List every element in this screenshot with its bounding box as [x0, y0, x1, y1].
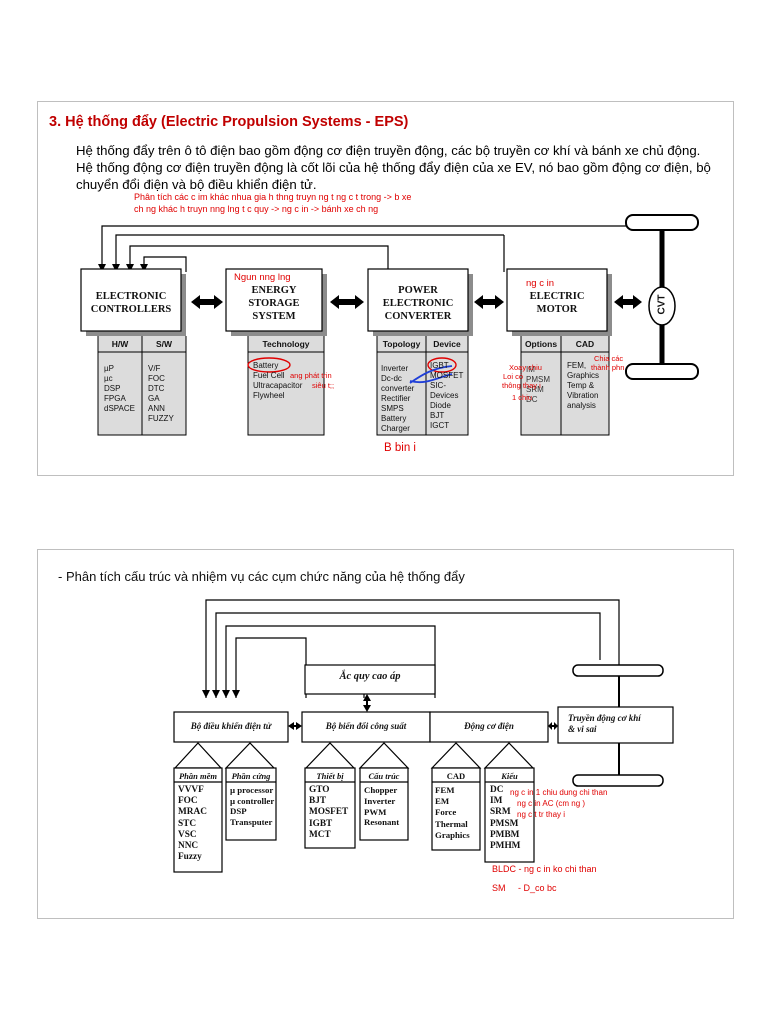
tab-technology: Technology — [262, 339, 310, 349]
fuelcell-note: ang phát trin — [290, 371, 332, 380]
dc-note: ng c in 1 chiu dung chi than — [510, 788, 608, 797]
slide-eps-overview: 3. Hệ thống đẩy (Electric Propulsion Sys… — [37, 101, 734, 476]
tab-hw: H/W — [111, 339, 129, 349]
tab-cad: CAD — [575, 339, 595, 349]
power-converter-label: POWER ELECTRONIC CONVERTER — [382, 285, 454, 322]
slide2-heading: - Phân tích cấu trúc và nhiệm vụ các cụm… — [58, 569, 465, 584]
eps-block-diagram — [80, 214, 699, 436]
options-list: IM PMSM SRM DC — [526, 365, 550, 404]
structure-list: Chopper Inverter PWM Resonant — [364, 785, 400, 828]
eps-structure-diagram — [173, 599, 674, 873]
battery-block: Ắc quy cao áp — [339, 671, 401, 682]
srm-note: ng c t tr thay i — [517, 810, 566, 819]
electric-motor-label: ELECTRIC MOTOR — [529, 291, 585, 315]
xoay-chieu-note: Xoay chiu — [509, 363, 542, 372]
sw-list: V/F FOC DTC GA ANN FUZZY — [148, 364, 174, 423]
transmission-block: Truyền động cơ khí & vi sai — [568, 713, 641, 734]
bldc-note: BLDC - ng c in ko chi than — [492, 864, 597, 874]
controllers-block-shape — [80, 268, 186, 336]
tab-topology: Topology — [382, 339, 421, 349]
cad-list: FEM EM Force Thermal Graphics — [435, 785, 470, 840]
tab-software: Phần mềm — [178, 771, 218, 781]
slide-title: 3. Hệ thống đẩy (Electric Propulsion Sys… — [49, 114, 409, 130]
im-note: ng c in AC (cm ng ) — [517, 799, 586, 808]
chia-note: Chia các — [594, 354, 624, 363]
hw-list: µP µc DSP FPGA dSPACE — [104, 364, 135, 413]
cvt-label: CVT — [656, 294, 668, 315]
tab-device: Device — [433, 339, 461, 349]
software-list: VVVF FOC MRAC STC VSC NNC Fuzzy — [178, 785, 207, 863]
tab-cad: CAD — [446, 771, 466, 781]
type-list: DC IM SRM PMSM PMBM PMHM — [490, 785, 521, 852]
controller-block: Bộ điều khiển điện tử — [190, 721, 272, 731]
tab-structure: Cấu trúc — [368, 771, 400, 781]
thong-thay-note: thông thay i — [502, 381, 541, 390]
motor-note: ng c in — [526, 278, 554, 289]
tab-type: Kiểu — [501, 771, 518, 781]
tab-options: Options — [524, 339, 558, 349]
energy-source-note: Ngun nng lng — [234, 272, 291, 283]
ultracap-note: siêu t;; — [312, 381, 335, 390]
tab-sw: S/W — [155, 339, 173, 349]
handwritten-note-line1: Phân tích các c im khác nhua gia h thng … — [134, 192, 412, 202]
motor-block: Động cơ điện — [464, 721, 514, 731]
sm-note: SM - D_co bc — [492, 883, 557, 893]
loai-co-note: Loi có — [503, 372, 524, 381]
tab-hardware: Phần cứng — [231, 771, 271, 781]
slide-eps-structure: - Phân tích cấu trúc và nhiệm vụ các cụm… — [37, 549, 734, 919]
handwritten-note-line2: ch ng khác h truyn nng lng t c quy -> ng… — [134, 204, 379, 214]
device-list: IGBT MOSFET SIC- Devices Diode BJT IGCT — [430, 361, 464, 430]
tab-device: Thiết bị — [316, 771, 344, 781]
converter-note: B bin i — [384, 442, 416, 454]
topology-list: Inverter Dc-dc converter Rectifier SMPS … — [381, 364, 415, 433]
cad-list: FEM, Graphics Temp & Vibration analysis — [567, 361, 600, 410]
hardware-list: µ processor µ controller DSP Transputer — [230, 785, 275, 827]
intro-paragraph: Hệ thống đẩy trên ô tô điện bao gồm động… — [76, 143, 711, 192]
thanh-phan-note: thành phn — [591, 363, 625, 372]
device-list: GTO BJT MOSFET IGBT MCT — [309, 785, 349, 840]
electronic-controllers-label: ELECTRONIC CONTROLLERS — [90, 291, 172, 315]
converter-block: Bộ biến đổi công suất — [325, 721, 407, 731]
energy-storage-label: ENERGY STORAGE SYSTEM — [248, 285, 300, 322]
mot-chieu-note: 1 chiu — [512, 393, 533, 402]
technology-list: Battery Fuel Cell Ultracapacitor Flywhee… — [253, 361, 303, 400]
